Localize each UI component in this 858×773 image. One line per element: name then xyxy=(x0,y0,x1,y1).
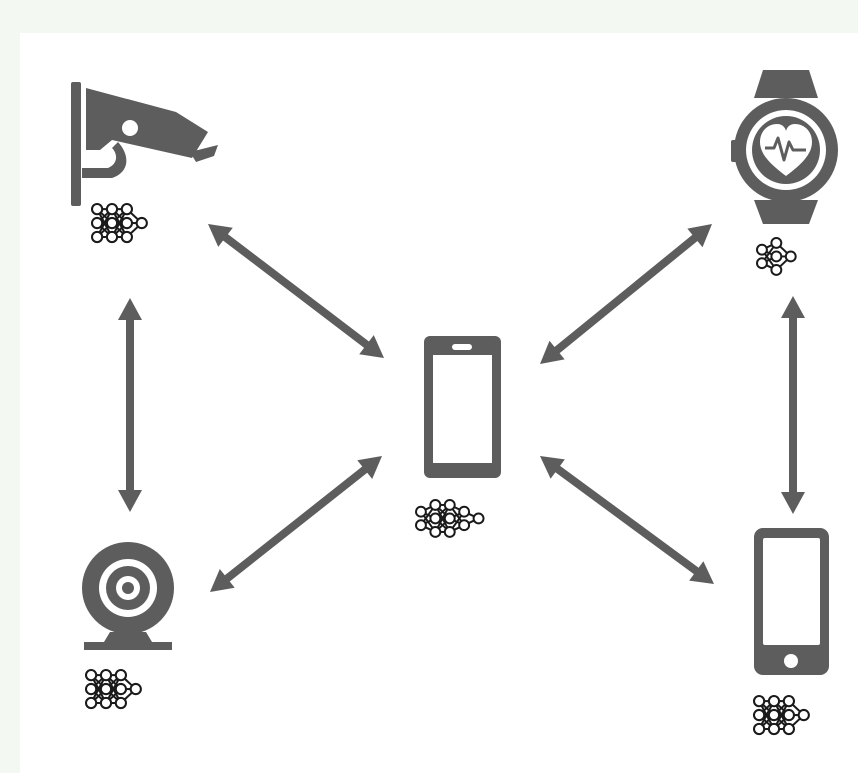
smartwatch-node xyxy=(731,70,838,276)
neural-network-icon xyxy=(415,499,485,538)
network-node xyxy=(797,708,810,722)
bidirectional-arrow xyxy=(208,224,384,358)
network-node xyxy=(429,499,442,511)
network-node xyxy=(752,694,766,708)
network-node xyxy=(90,230,104,244)
network-node xyxy=(429,512,442,525)
network-node xyxy=(90,202,104,216)
network-node xyxy=(120,216,134,230)
arrowhead xyxy=(118,298,142,320)
bidirectional-arrow xyxy=(781,296,805,514)
heart-rate-watch-icon xyxy=(731,70,838,224)
central-phone-node xyxy=(415,336,501,538)
webcam-node xyxy=(82,542,174,710)
network-node xyxy=(458,505,471,518)
network-node xyxy=(429,526,442,538)
network-node xyxy=(458,519,471,532)
arrowhead xyxy=(359,335,384,358)
network-node xyxy=(770,264,783,276)
arrowhead xyxy=(689,561,714,584)
phone-home-button-icon xyxy=(754,528,829,675)
network-node xyxy=(767,694,781,708)
neural-network-icon xyxy=(752,694,810,736)
arrowhead xyxy=(118,490,142,512)
network-node xyxy=(443,499,456,511)
network-node xyxy=(770,250,783,263)
arrowhead xyxy=(357,456,382,480)
cctv-icon xyxy=(71,82,218,206)
network-node xyxy=(770,237,783,249)
network-node xyxy=(135,216,148,230)
network-node xyxy=(99,696,113,710)
network-node xyxy=(784,250,797,263)
network-node xyxy=(105,202,119,216)
bidirectional-arrow xyxy=(540,456,714,584)
network-node xyxy=(114,696,128,710)
network-node xyxy=(752,722,766,736)
network-node xyxy=(752,708,766,722)
arrowhead xyxy=(781,296,805,318)
network-node xyxy=(782,722,796,736)
arrowhead xyxy=(208,224,233,247)
arrowhead xyxy=(210,568,235,592)
network-node xyxy=(782,708,796,722)
network-node xyxy=(129,682,142,696)
arrowhead xyxy=(540,340,565,364)
neural-network-icon xyxy=(90,202,148,244)
neural-network-icon xyxy=(84,668,142,710)
network-node xyxy=(105,216,119,230)
bidirectional-arrow xyxy=(118,298,142,512)
network-node xyxy=(415,519,427,532)
bidirectional-arrow xyxy=(210,456,382,592)
neural-network-icon xyxy=(756,237,797,276)
network-node xyxy=(84,696,98,710)
network-node xyxy=(114,682,128,696)
network-node xyxy=(120,230,134,244)
bidirectional-arrow xyxy=(540,224,712,364)
network-node xyxy=(767,708,781,722)
network-node xyxy=(767,722,781,736)
network-node xyxy=(415,505,427,518)
network-node xyxy=(443,526,456,538)
network-node xyxy=(114,668,128,682)
network-node xyxy=(120,202,134,216)
network-node xyxy=(443,512,456,525)
network-node xyxy=(756,243,768,256)
network-node xyxy=(99,682,113,696)
network-node xyxy=(782,694,796,708)
webcam-icon xyxy=(82,542,174,650)
phone-node xyxy=(752,528,829,736)
network-node xyxy=(472,512,485,525)
network-node xyxy=(99,668,113,682)
network-node xyxy=(84,682,98,696)
arrowhead xyxy=(687,224,712,248)
network-node xyxy=(105,230,119,244)
arrows xyxy=(118,224,805,592)
arrowhead xyxy=(540,456,565,479)
network-node xyxy=(90,216,104,230)
network-node xyxy=(756,257,768,270)
smartphone-icon xyxy=(424,336,501,478)
arrowhead xyxy=(781,492,805,514)
pulse-line-icon xyxy=(765,136,806,162)
security-camera-node xyxy=(71,82,218,244)
network-node xyxy=(84,668,98,682)
